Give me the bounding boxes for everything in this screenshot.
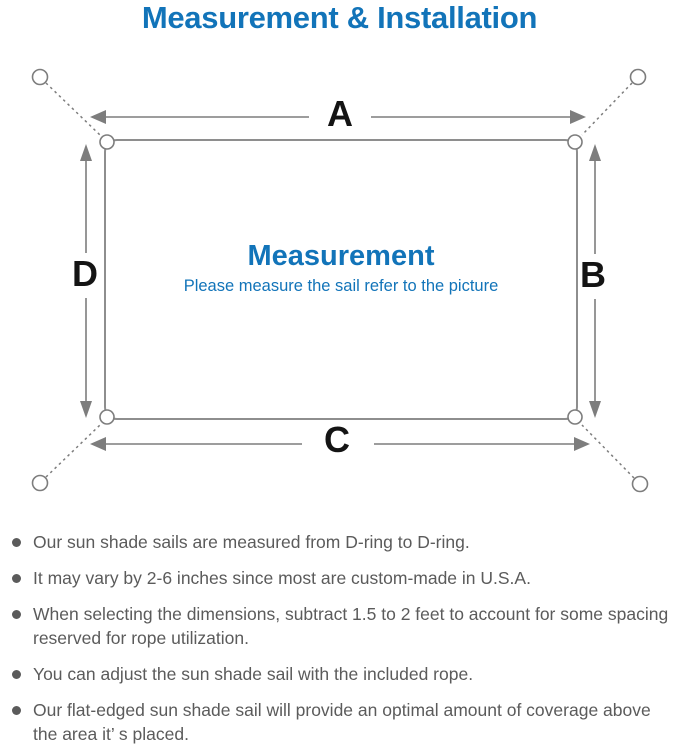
- center-caption-subtitle: Please measure the sail refer to the pic…: [183, 277, 499, 296]
- arrowhead-up-icon: [80, 144, 92, 161]
- d-ring-bottom-left-icon: [99, 409, 115, 425]
- d-ring-top-right-icon: [567, 134, 583, 150]
- anchor-point-bottom-left-icon: [31, 474, 49, 492]
- dimension-label-d: D: [72, 253, 98, 294]
- tether-line-top-left: [45, 82, 101, 136]
- list-item: When selecting the dimensions, subtract …: [10, 602, 677, 650]
- arrowhead-left-icon: [90, 110, 106, 124]
- bullet-dot-icon: [12, 538, 21, 547]
- tether-line-top-right: [581, 82, 633, 136]
- arrowhead-down-icon: [80, 401, 92, 418]
- bullet-dot-icon: [12, 706, 21, 715]
- list-item: You can adjust the sun shade sail with t…: [10, 662, 677, 686]
- anchor-point-top-right-icon: [629, 68, 647, 86]
- arrowhead-right-icon: [570, 110, 586, 124]
- dimension-label-a: A: [327, 93, 353, 134]
- d-ring-bottom-right-icon: [567, 409, 583, 425]
- arrowhead-up-icon: [589, 144, 601, 161]
- note-text: When selecting the dimensions, subtract …: [33, 604, 669, 648]
- measurement-notes-list: Our sun shade sails are measured from D-…: [10, 530, 677, 746]
- dimension-label-b: B: [580, 254, 606, 295]
- bullet-dot-icon: [12, 670, 21, 679]
- note-text: You can adjust the sun shade sail with t…: [33, 664, 474, 684]
- list-item: It may vary by 2-6 inches since most are…: [10, 566, 677, 590]
- center-caption-title: Measurement: [247, 240, 435, 272]
- anchor-point-bottom-right-icon: [631, 475, 649, 493]
- note-text: It may vary by 2-6 inches since most are…: [33, 568, 531, 588]
- arrowhead-down-icon: [589, 401, 601, 418]
- tether-line-bottom-left: [45, 424, 101, 478]
- bullet-dot-icon: [12, 574, 21, 583]
- d-ring-top-left-icon: [99, 134, 115, 150]
- list-item: Our sun shade sails are measured from D-…: [10, 530, 677, 554]
- page-title: Measurement & Installation: [141, 0, 538, 35]
- note-text: Our sun shade sails are measured from D-…: [33, 532, 470, 552]
- arrowhead-right-icon: [574, 437, 590, 451]
- anchor-point-top-left-icon: [31, 68, 49, 86]
- dimension-label-c: C: [324, 419, 350, 460]
- tether-line-bottom-right: [581, 424, 635, 479]
- arrowhead-left-icon: [90, 437, 106, 451]
- sail-center-caption: Measurement Please measure the sail refe…: [105, 240, 577, 297]
- bullet-dot-icon: [12, 610, 21, 619]
